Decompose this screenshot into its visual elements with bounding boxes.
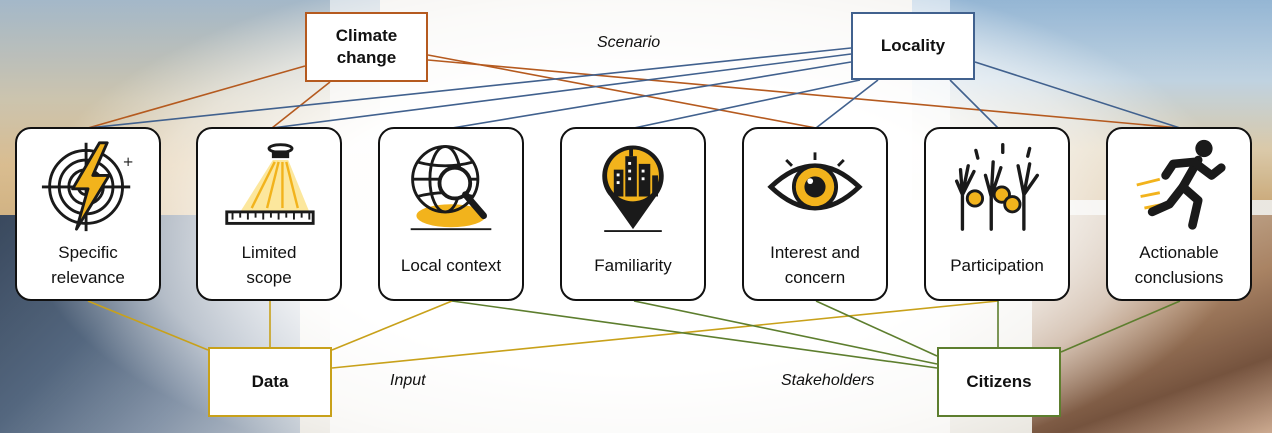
link-citizens-interest [815,300,938,357]
card-specific-relevance: + Specific relevance [15,127,161,301]
card-actionable-conclusions: Actionable conclusions [1106,127,1252,301]
card-participation: Participation [924,127,1070,301]
eye-icon [767,152,863,211]
card-interest-concern-label: Interest and concern [770,243,860,287]
card-limited-scope: Limited scope [196,127,342,301]
link-climate-interest [427,54,817,129]
spotlight-ruler-icon [225,143,315,225]
globe-magnifier-icon [410,145,492,231]
link-locality-context [451,61,852,129]
label-stakeholders: Stakeholders [781,372,875,389]
node-climate-change-label: Climate change [335,25,398,67]
link-climate-specific [87,65,306,129]
svg-text:+: + [123,155,134,170]
link-climate-actionable [427,59,1181,129]
link-locality-familiarity [633,79,861,129]
card-interest-concern: Interest and concern [742,127,888,301]
link-citizens-familiarity [633,300,938,365]
card-local-context: Local context [378,127,524,301]
link-data-specific [87,300,209,351]
card-familiarity-label: Familiarity [594,255,672,275]
node-data-label: Data [251,371,289,391]
node-data: Data [208,347,332,417]
link-data-context [331,300,453,351]
link-locality-specific [87,47,852,129]
label-input: Input [390,372,426,389]
node-climate-change: Climate change [305,12,428,82]
link-locality-scope [271,53,852,129]
link-locality-interest [815,79,879,129]
link-citizens-actionable [1060,300,1181,353]
link-locality-participation [949,79,999,129]
card-local-context-label: Local context [400,255,502,275]
link-citizens-context [451,300,938,369]
card-familiarity: Familiarity [560,127,706,301]
raised-hands-icon [955,143,1039,231]
node-locality-label: Locality [880,35,946,55]
lightning-target-icon: + [41,141,134,232]
card-actionable-conclusions-label: Actionable conclusions [1134,243,1224,287]
link-locality-actionable [974,61,1181,129]
city-pin-icon [602,145,664,233]
card-participation-label: Participation [950,255,1044,275]
node-citizens: Citizens [937,347,1061,417]
running-figure-icon [1136,139,1226,230]
label-scenario: Scenario [597,34,661,51]
node-locality: Locality [851,12,975,80]
card-specific-relevance-label: Specific relevance [51,243,125,287]
node-citizens-label: Citizens [966,371,1032,391]
card-limited-scope-label: Limited scope [241,243,297,287]
link-data-participation [331,300,999,369]
